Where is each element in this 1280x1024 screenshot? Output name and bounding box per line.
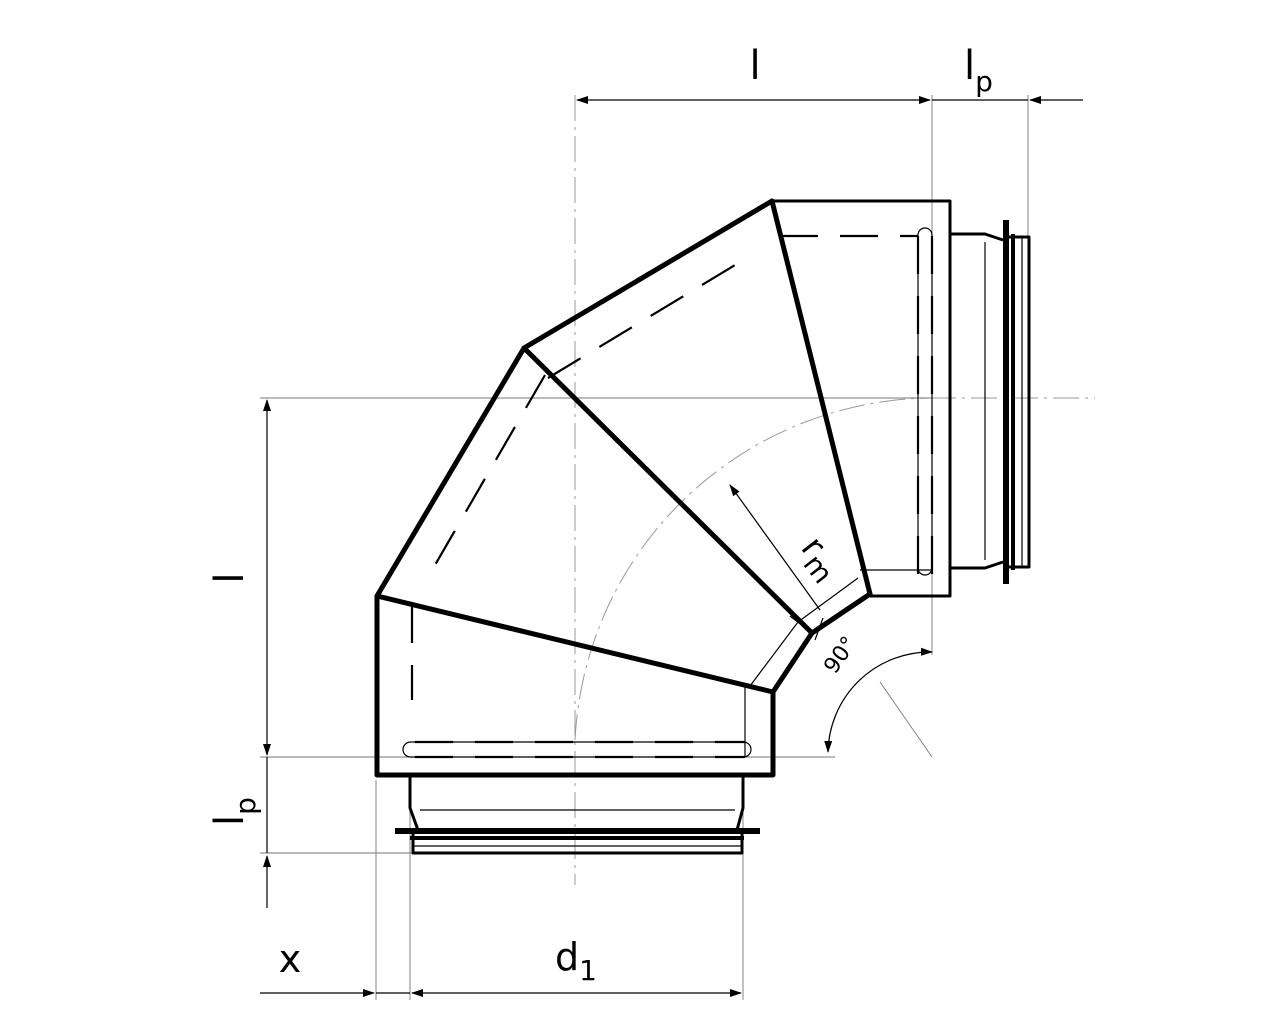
label-spigot-top: lp [964,43,993,98]
right-gasket [1003,220,1009,584]
label-angle: 90° [819,632,862,678]
label-diameter: d1 [555,935,597,987]
dimensions [260,96,1083,997]
slots [402,227,933,758]
joint-1 [374,593,776,695]
segment-bottom [374,593,776,778]
label-length-top: l [749,43,760,89]
elbow-body [374,198,952,778]
bottom-gasket [395,828,760,834]
center-lines [574,95,1095,885]
label-radius: rm [788,529,850,590]
dim-angle-arc [824,647,933,753]
extension-lines [260,95,1029,1000]
joint-2 [521,345,815,636]
label-offset: x [279,937,302,981]
bottom-spigot [395,775,760,855]
segment-right [772,199,952,598]
dim-radius [729,484,821,611]
label-spigot-left: lp [207,797,262,826]
right-spigot [950,220,1031,584]
joint-3 [769,198,873,597]
label-length-left: l [207,572,253,583]
